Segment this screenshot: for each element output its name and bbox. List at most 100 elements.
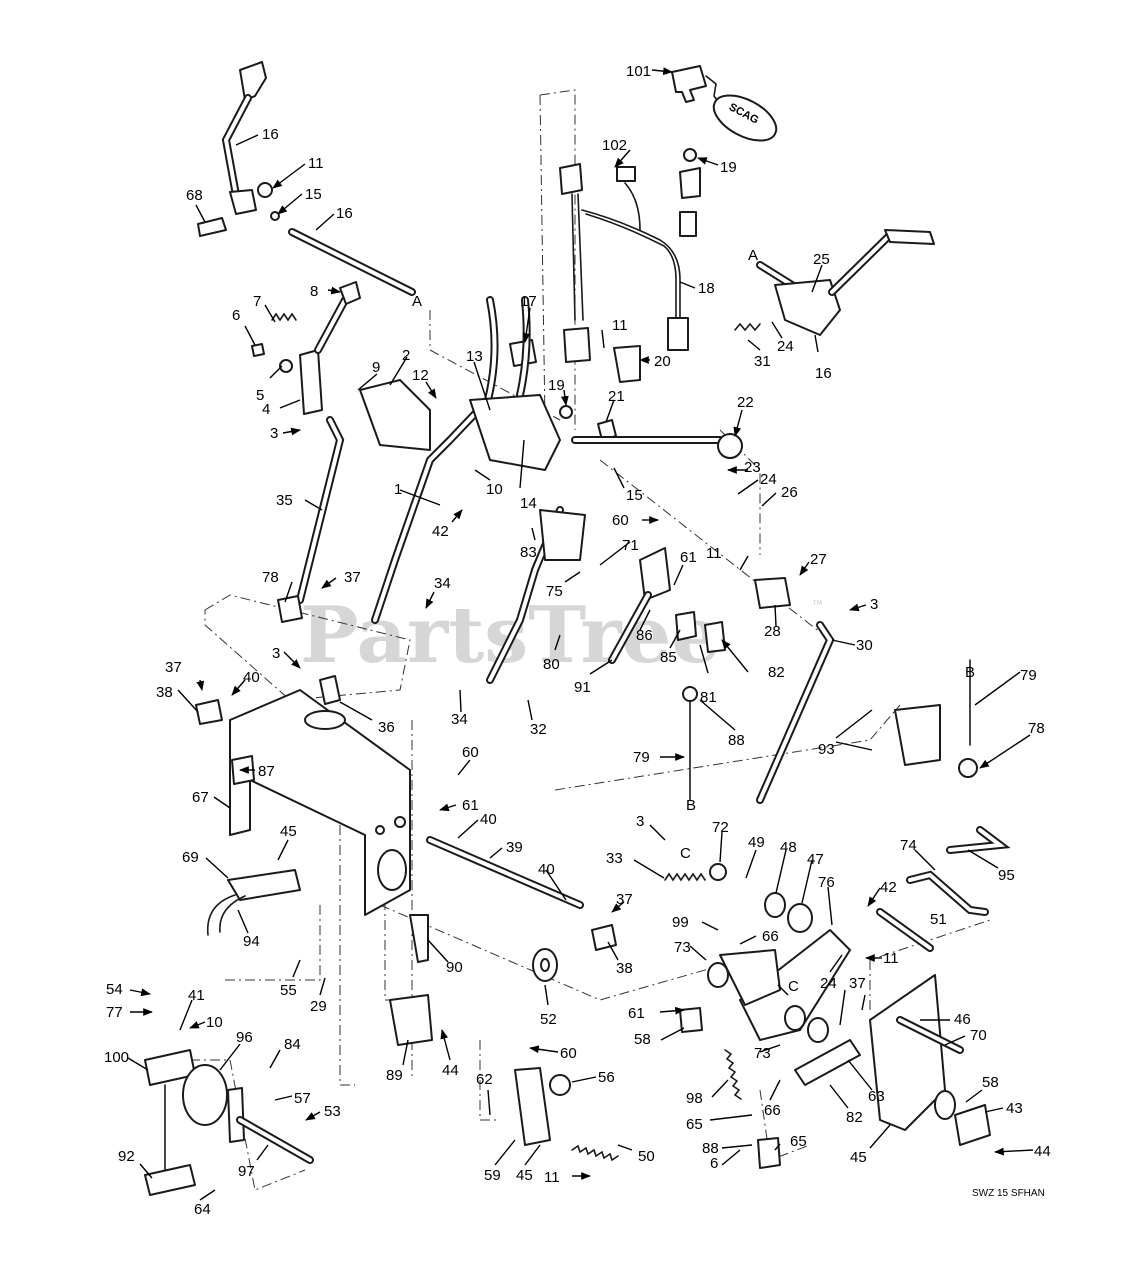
callout: 51 bbox=[930, 911, 947, 928]
callout: 22 bbox=[737, 394, 754, 411]
callout: 37 bbox=[849, 975, 866, 992]
callout: 38 bbox=[616, 960, 633, 977]
callout: 50 bbox=[638, 1148, 655, 1165]
callout: 90 bbox=[446, 959, 463, 976]
callout: 100 bbox=[104, 1049, 129, 1066]
callout: 44 bbox=[1034, 1143, 1051, 1160]
lever-86 bbox=[608, 547, 671, 664]
ignition-key: SCAG bbox=[671, 65, 778, 142]
callout: 65 bbox=[686, 1116, 703, 1133]
link-63 bbox=[794, 1039, 861, 1086]
callout: 5 bbox=[256, 387, 264, 404]
callout: 58 bbox=[982, 1074, 999, 1091]
callout: 70 bbox=[970, 1027, 987, 1044]
callout: 38 bbox=[156, 684, 173, 701]
callout: 84 bbox=[284, 1036, 301, 1053]
callout: 73 bbox=[754, 1045, 771, 1062]
bracket-89 bbox=[389, 994, 433, 1046]
callout: 16 bbox=[815, 365, 832, 382]
console-plate-67 bbox=[229, 689, 411, 916]
callout: 14 bbox=[520, 495, 537, 512]
plate-93 bbox=[894, 704, 941, 766]
callout: 72 bbox=[712, 819, 729, 836]
pedal-lever-right bbox=[734, 229, 935, 336]
callout: 45 bbox=[850, 1149, 867, 1166]
callout: 37 bbox=[616, 891, 633, 908]
callout: 60 bbox=[560, 1045, 577, 1062]
pedal-lever-left bbox=[197, 61, 280, 237]
callout: 3 bbox=[636, 813, 644, 830]
callout-letter: A bbox=[412, 293, 422, 310]
clip-20 bbox=[613, 345, 641, 383]
callout: 81 bbox=[700, 689, 717, 706]
callout: 28 bbox=[764, 623, 781, 640]
callout: 101 bbox=[626, 63, 651, 80]
callout: 57 bbox=[294, 1090, 311, 1107]
callout: 32 bbox=[530, 721, 547, 738]
part-drawings: SCAG bbox=[144, 61, 1011, 1196]
callout: 11 bbox=[308, 155, 324, 172]
callout: 61 bbox=[680, 549, 697, 566]
callout: 2 bbox=[402, 347, 410, 364]
callout: 96 bbox=[236, 1029, 253, 1046]
callout: 87 bbox=[258, 763, 275, 780]
callout: 61 bbox=[628, 1005, 645, 1022]
callout: 58 bbox=[634, 1031, 651, 1048]
rod-30 bbox=[756, 621, 835, 804]
arm-plate-76 bbox=[719, 929, 851, 1041]
callout: 88 bbox=[728, 732, 745, 749]
callout: 55 bbox=[280, 982, 297, 999]
switches bbox=[616, 148, 701, 237]
callout: 39 bbox=[506, 839, 523, 856]
callout: 40 bbox=[538, 861, 555, 878]
wire-harness bbox=[559, 163, 689, 363]
callout: 9 bbox=[372, 359, 380, 376]
callout: 62 bbox=[476, 1071, 493, 1088]
callout: 26 bbox=[781, 484, 798, 501]
callout: 20 bbox=[654, 353, 671, 370]
plate-46 bbox=[869, 974, 964, 1131]
callout: 6 bbox=[232, 307, 240, 324]
callout: 91 bbox=[574, 679, 591, 696]
bracket-90 bbox=[409, 914, 429, 963]
callout: 37 bbox=[165, 659, 182, 676]
callout: 15 bbox=[305, 186, 322, 203]
callout: 68 bbox=[186, 187, 203, 204]
callout: 11 bbox=[883, 950, 899, 967]
callout: 46 bbox=[954, 1011, 971, 1028]
rod-16 bbox=[288, 228, 416, 296]
shaft-39 bbox=[426, 836, 617, 951]
diagram-code: SWZ 15 SFHAN bbox=[972, 1188, 1045, 1199]
callout: 73 bbox=[674, 939, 691, 956]
callout: 16 bbox=[336, 205, 353, 222]
callout: 59 bbox=[484, 1167, 501, 1184]
callout: 86 bbox=[636, 627, 653, 644]
callout: 93 bbox=[818, 741, 835, 758]
callout: 41 bbox=[188, 987, 205, 1004]
callout: 69 bbox=[182, 849, 199, 866]
callout: 11 bbox=[612, 317, 628, 334]
cap-58 bbox=[679, 1007, 703, 1033]
callout: 53 bbox=[324, 1103, 341, 1120]
callout: 30 bbox=[856, 637, 873, 654]
callout: 42 bbox=[880, 879, 897, 896]
callout: 60 bbox=[462, 744, 479, 761]
callout: 67 bbox=[192, 789, 209, 806]
callout: 44 bbox=[442, 1062, 459, 1079]
spring-98 bbox=[724, 1049, 742, 1100]
callout-letter: A bbox=[748, 247, 758, 264]
callout: 64 bbox=[194, 1201, 211, 1218]
callout: 60 bbox=[612, 512, 629, 529]
callout-letter: B bbox=[965, 664, 975, 681]
spring-7 bbox=[271, 312, 297, 322]
spring-50 bbox=[571, 1144, 619, 1162]
callout: 34 bbox=[434, 575, 451, 592]
callout: 37 bbox=[344, 569, 361, 586]
callout-leaders bbox=[127, 67, 1034, 1201]
callout: 98 bbox=[686, 1090, 703, 1107]
callout: 40 bbox=[243, 669, 260, 686]
clamp-38 bbox=[195, 699, 223, 725]
callout: 3 bbox=[870, 596, 878, 613]
callout: 82 bbox=[846, 1109, 863, 1126]
